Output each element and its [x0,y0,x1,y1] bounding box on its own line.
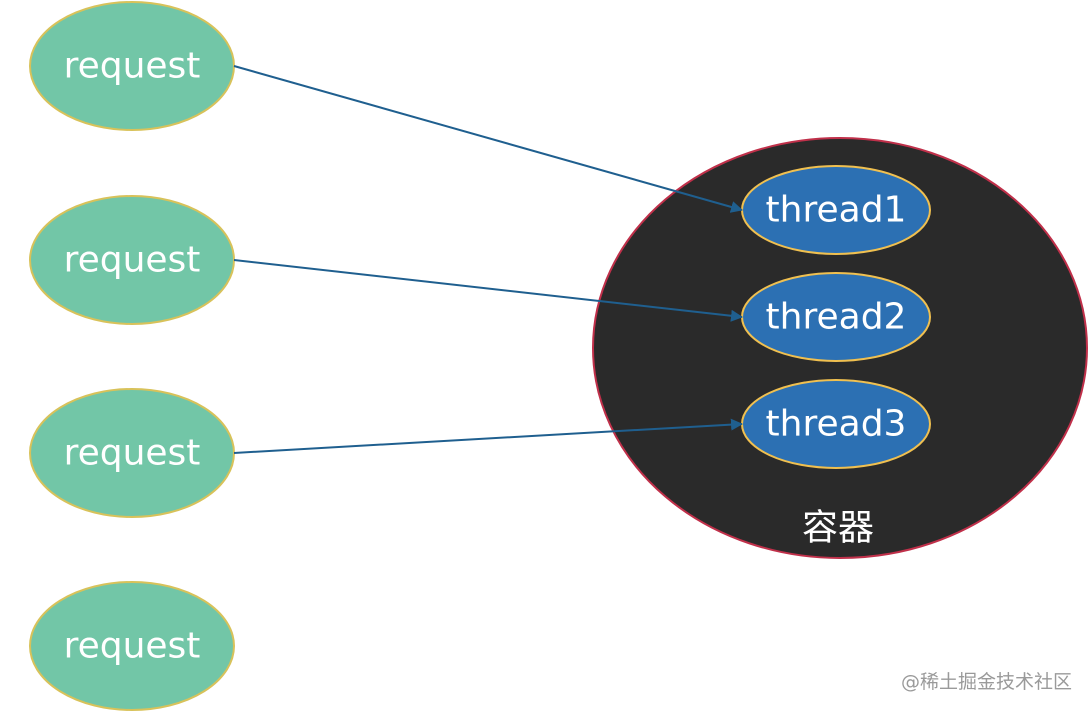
container-label: 容器 [802,508,874,549]
thread-node-1: thread1 [741,165,931,255]
request-node-1: request [29,1,235,131]
request-node-3: request [29,388,235,518]
arrow-request-1-to-thread1 [233,65,743,213]
thread-3-label: thread3 [766,404,907,445]
thread-node-3: thread3 [741,379,931,469]
request-node-4: request [29,581,235,711]
request-node-2: request [29,195,235,325]
request-4-ellipse [29,581,235,711]
arrow-request-2-to-thread2 [233,259,743,322]
thread-1-label: thread1 [766,190,907,231]
request-1-label: request [64,46,201,87]
watermark-text: @稀土掘金技术社区 [901,671,1072,693]
thread-node-2: thread2 [741,272,931,362]
arrow-request-3-to-thread3 [233,418,743,454]
request-3-label: request [64,433,201,474]
request-2-label: request [64,240,201,281]
thread-2-label: thread2 [766,297,907,338]
request-4-label: request [64,626,201,667]
